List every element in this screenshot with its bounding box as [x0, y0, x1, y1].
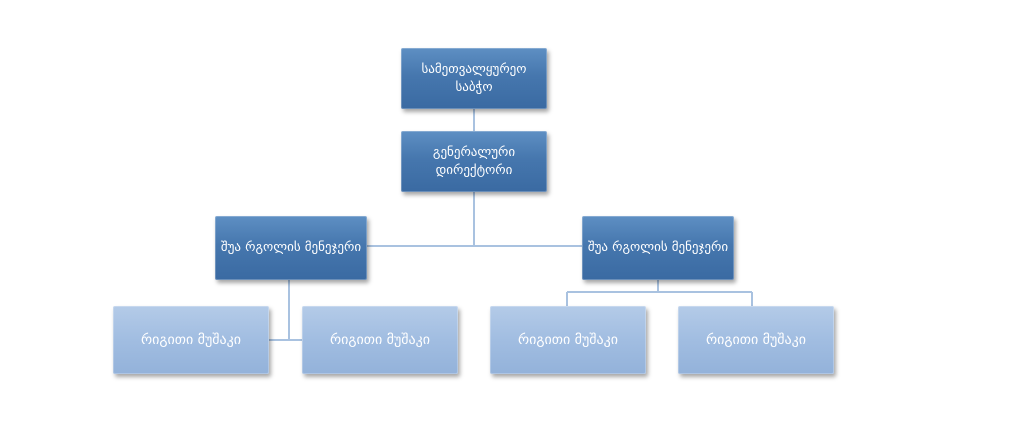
node-label: რიგითი მუშაკი	[329, 331, 431, 348]
node-worker-2: რიგითი მუშაკი	[302, 306, 458, 374]
node-label: რიგითი მუშაკი	[705, 331, 807, 348]
node-label: რიგითი მუშაკი	[517, 331, 619, 348]
node-worker-3: რიგითი მუშაკი	[490, 306, 646, 374]
node-middle-manager-left: შუა რგოლის მენეჯერი	[215, 216, 367, 280]
node-supervisory-board: სამეთვალყურეო საბჭო	[401, 48, 547, 109]
node-middle-manager-right: შუა რგოლის მენეჯერი	[582, 216, 734, 280]
node-general-director: გენერალური დირექტორი	[401, 131, 547, 192]
node-label: გენერალური დირექტორი	[432, 144, 516, 178]
node-worker-1: რიგითი მუშაკი	[113, 306, 269, 374]
node-label: რიგითი მუშაკი	[140, 331, 242, 348]
node-label: სამეთვალყურეო საბჭო	[421, 61, 527, 95]
node-label: შუა რგოლის მენეჯერი	[587, 240, 729, 256]
node-label: შუა რგოლის მენეჯერი	[220, 240, 362, 256]
node-worker-4: რიგითი მუშაკი	[678, 306, 834, 374]
